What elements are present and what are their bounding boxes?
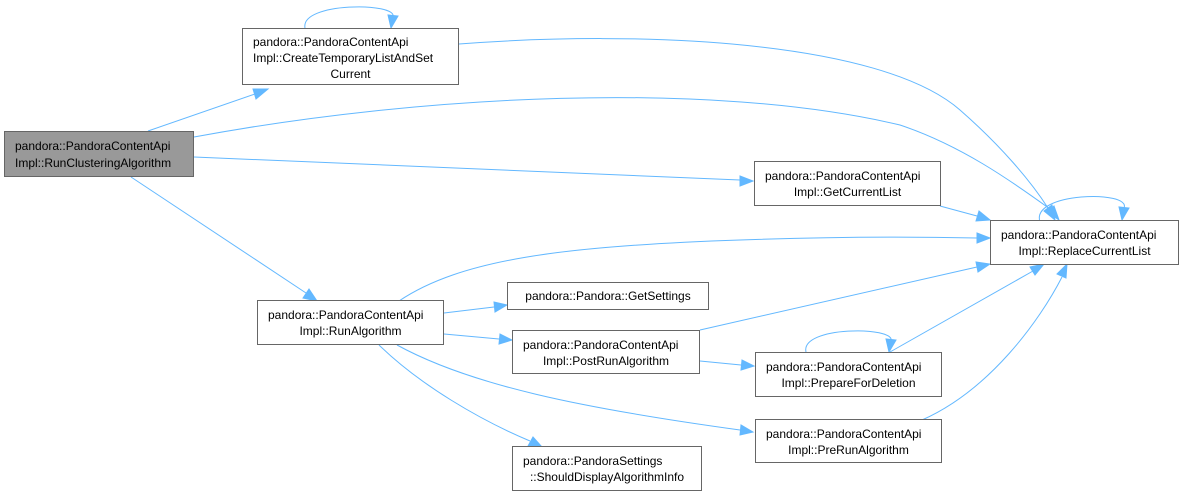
edge-arrowhead bbox=[1029, 263, 1046, 276]
edge-arrowhead bbox=[1118, 206, 1130, 222]
edge-create-temporary-to-replace-current-list bbox=[458, 38, 1049, 209]
node-label-line: Current bbox=[330, 67, 371, 81]
edge-arrowhead bbox=[739, 424, 755, 436]
edge-arrowhead bbox=[493, 301, 509, 313]
edge-post-run-to-prepare-deletion bbox=[699, 360, 742, 366]
edge-pre-run-to-replace-current-list bbox=[921, 276, 1063, 421]
edge-run-clustering-to-create-temporary bbox=[147, 93, 256, 132]
node-label-line: pandora::PandoraContentApi bbox=[1001, 228, 1156, 242]
node-box bbox=[242, 28, 459, 85]
edge-run-algorithm-to-post-run bbox=[443, 333, 500, 340]
node-prepare-for-deletion[interactable]: pandora::PandoraContentApi Impl::Prepare… bbox=[755, 352, 942, 397]
node-label-line: Impl::PrepareForDeletion bbox=[781, 376, 915, 390]
edge-arrowhead bbox=[739, 175, 755, 187]
edge-arrowhead bbox=[1056, 262, 1068, 279]
node-create-temporary-list-and-set-current[interactable]: pandora::PandoraContentApi Impl::CreateT… bbox=[242, 28, 459, 85]
node-box bbox=[990, 220, 1179, 265]
node-box bbox=[755, 352, 942, 397]
node-label-line: pandora::PandoraContentApi bbox=[765, 169, 920, 183]
node-label-line: pandora::PandoraContentApi bbox=[15, 139, 170, 153]
edge-run-algorithm-to-pre-run bbox=[396, 344, 741, 431]
node-label-line: pandora::PandoraContentApi bbox=[766, 427, 921, 441]
node-replace-current-list[interactable]: pandora::PandoraContentApi Impl::Replace… bbox=[990, 220, 1179, 265]
node-label-line: pandora::PandoraContentApi bbox=[268, 308, 423, 322]
nodes-layer: pandora::PandoraContentApi Impl::RunClus… bbox=[4, 28, 1179, 491]
node-run-algorithm[interactable]: pandora::PandoraContentApi Impl::RunAlgo… bbox=[257, 300, 444, 345]
edge-arrowhead bbox=[1043, 204, 1056, 222]
node-label-line: pandora::PandoraContentApi bbox=[766, 360, 921, 374]
edge-run-algorithm-to-get-settings bbox=[443, 306, 495, 314]
node-label-line: ::ShouldDisplayAlgorithmInfo bbox=[530, 470, 684, 484]
edge-create-temporary-self-loop bbox=[304, 6, 394, 29]
edge-post-run-to-replace-current-list bbox=[699, 266, 978, 331]
node-label-line: pandora::PandoraSettings bbox=[523, 454, 662, 468]
edge-get-current-list-to-replace-current-list bbox=[939, 205, 978, 217]
edge-run-algorithm-to-replace-current-list-upper bbox=[398, 236, 978, 302]
edge-arrowhead bbox=[975, 261, 992, 273]
edge-run-clustering-to-get-current-list bbox=[193, 156, 741, 181]
edge-arrowhead bbox=[885, 338, 897, 354]
node-label-line: Impl::CreateTemporaryListAndSet bbox=[253, 51, 434, 65]
node-box bbox=[755, 419, 942, 463]
node-label-line: pandora::Pandora::GetSettings bbox=[525, 289, 690, 303]
node-box bbox=[512, 330, 700, 374]
node-label-line: Impl::PreRunAlgorithm bbox=[788, 443, 909, 457]
node-get-current-list[interactable]: pandora::PandoraContentApi Impl::GetCurr… bbox=[754, 161, 941, 206]
edge-prepare-deletion-to-replace-current-list bbox=[889, 270, 1034, 353]
node-box bbox=[512, 446, 702, 491]
edge-run-clustering-to-replace-current-list bbox=[193, 97, 1051, 210]
node-label-line: pandora::PandoraContentApi bbox=[253, 35, 408, 49]
node-label-line: Impl::RunAlgorithm bbox=[299, 324, 401, 338]
node-get-settings[interactable]: pandora::Pandora::GetSettings bbox=[507, 282, 709, 310]
edge-run-algorithm-to-should-display bbox=[378, 344, 531, 442]
node-label-line: Impl::GetCurrentList bbox=[794, 185, 902, 199]
edge-arrowhead bbox=[976, 232, 992, 244]
node-pre-run-algorithm[interactable]: pandora::PandoraContentApi Impl::PreRunA… bbox=[755, 419, 942, 463]
edge-arrowhead bbox=[527, 436, 544, 448]
node-box bbox=[754, 161, 941, 206]
node-label-line: Impl::RunClusteringAlgorithm bbox=[15, 156, 171, 170]
node-label-line: Impl::PostRunAlgorithm bbox=[543, 354, 669, 368]
node-box bbox=[4, 131, 194, 177]
edge-arrowhead bbox=[252, 88, 270, 100]
node-box bbox=[507, 282, 709, 310]
edge-arrowhead bbox=[740, 359, 756, 371]
edge-run-clustering-to-run-algorithm bbox=[130, 176, 307, 294]
edge-arrowhead bbox=[975, 210, 992, 222]
node-label-line: Impl::ReplaceCurrentList bbox=[1018, 244, 1151, 258]
edge-arrowhead bbox=[498, 333, 514, 345]
edge-replace-current-list-self-loop bbox=[1039, 196, 1125, 223]
edge-arrowhead bbox=[302, 288, 319, 302]
node-post-run-algorithm[interactable]: pandora::PandoraContentApi Impl::PostRun… bbox=[512, 330, 700, 374]
edge-arrowhead bbox=[387, 14, 399, 30]
edges-layer bbox=[130, 6, 1130, 448]
node-box bbox=[257, 300, 444, 345]
node-label-line: pandora::PandoraContentApi bbox=[523, 338, 678, 352]
edge-prepare-deletion-self-loop bbox=[805, 330, 892, 353]
node-should-display-algorithm-info[interactable]: pandora::PandoraSettings ::ShouldDisplay… bbox=[512, 446, 702, 491]
node-run-clustering-algorithm[interactable]: pandora::PandoraContentApi Impl::RunClus… bbox=[4, 131, 194, 177]
